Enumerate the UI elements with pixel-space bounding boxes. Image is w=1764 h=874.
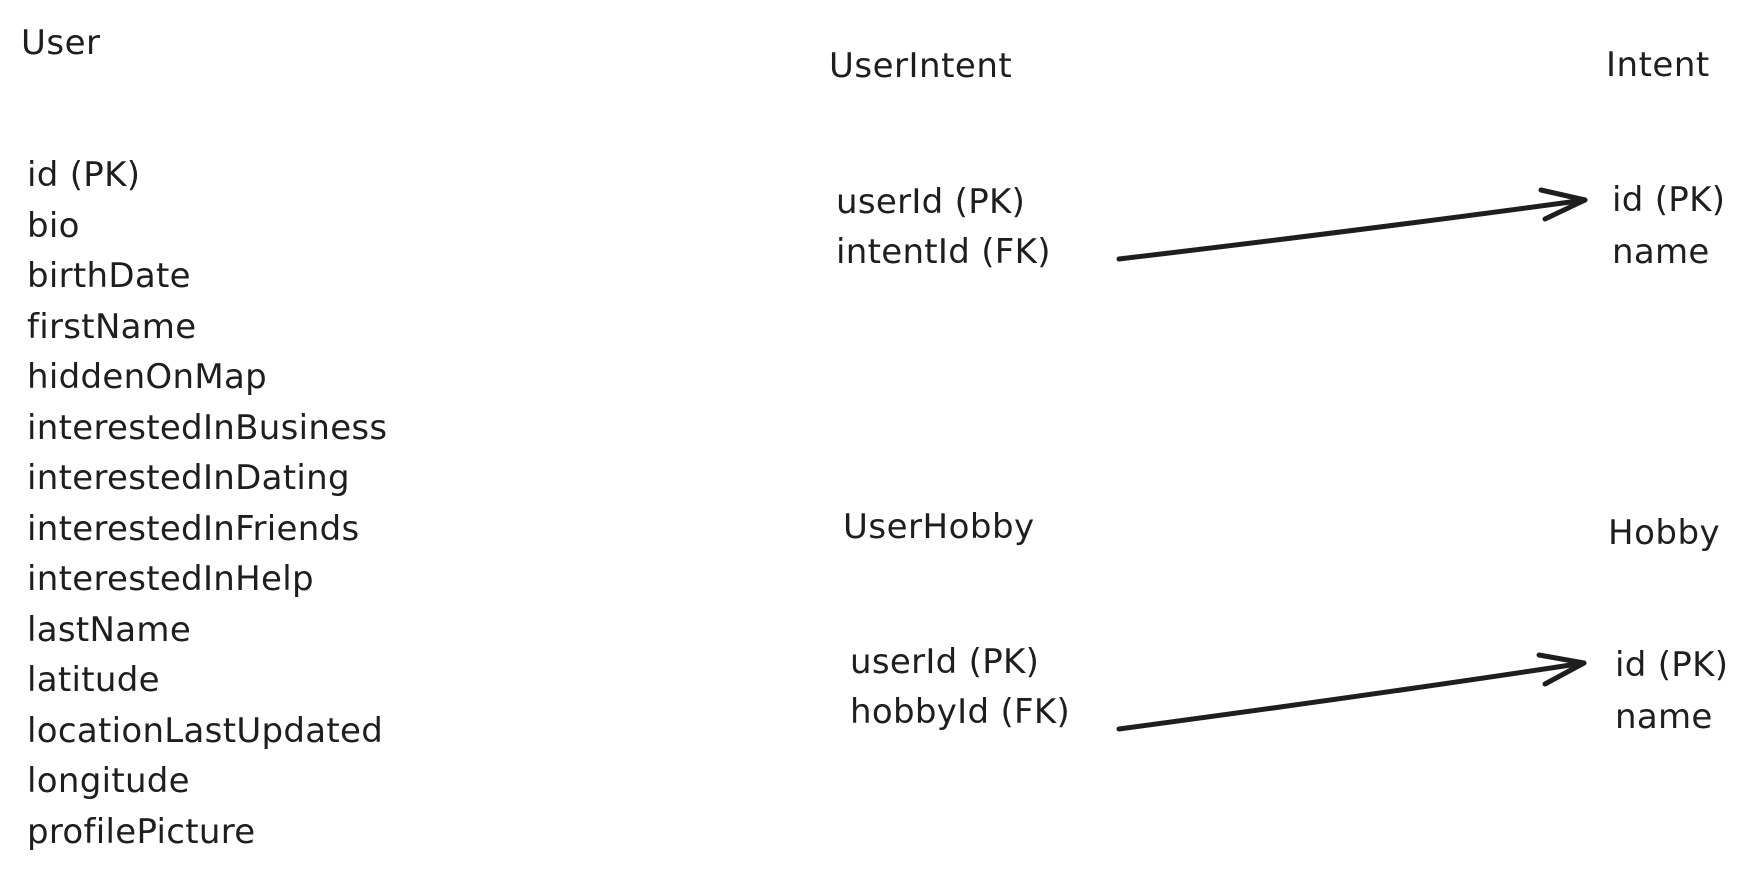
userhobby-field-list: userId (PK) hobbyId (FK) (850, 637, 1070, 737)
userhobby-field-userid: userId (PK) (850, 642, 1040, 682)
arrow-shaft (1116, 197, 1588, 262)
userhobby-table-title: UserHobby (843, 507, 1035, 547)
intent-field-name: name (1612, 232, 1710, 272)
user-field: interestedInHelp (27, 559, 314, 599)
userintent-field-intentid: intentId (FK) (836, 232, 1051, 272)
intent-field-id: id (PK) (1612, 180, 1726, 220)
user-table-title: User (21, 23, 101, 63)
userhobby-field-hobbyid: hobbyId (FK) (850, 692, 1071, 732)
intent-table-title: Intent (1606, 45, 1710, 85)
user-field: birthDate (27, 256, 191, 296)
hobby-field-list: id (PK) name (1615, 639, 1728, 743)
hobby-field-name: name (1615, 697, 1713, 737)
userintent-table-title: UserIntent (829, 46, 1013, 86)
arrow-shaft (1116, 660, 1587, 732)
user-field: longitude (27, 761, 190, 801)
user-field: id (PK) (27, 155, 141, 195)
userintent-field-list: userId (PK) intentId (FK) (836, 177, 1051, 277)
hobby-table-title: Hobby (1608, 513, 1721, 553)
intent-field-list: id (PK) name (1612, 174, 1725, 278)
user-field-list: id (PK) bio birthDate firstName hiddenOn… (27, 150, 387, 857)
user-field: interestedInFriends (27, 508, 360, 549)
arrow-intentid-to-intent-id (1116, 187, 1588, 262)
arrow-hobbyid-to-hobby-id (1116, 652, 1587, 732)
arrow-head (1538, 187, 1588, 222)
user-field: locationLastUpdated (27, 710, 384, 751)
user-field: firstName (27, 306, 197, 347)
arrow-head (1536, 652, 1587, 687)
user-field: bio (27, 205, 80, 246)
user-field: profilePicture (27, 811, 256, 852)
hobby-field-id: id (PK) (1615, 645, 1729, 685)
user-field: latitude (27, 660, 160, 700)
user-field: lastName (27, 609, 192, 650)
user-field: hiddenOnMap (27, 357, 267, 397)
userintent-field-userid: userId (PK) (836, 182, 1026, 222)
user-field: interestedInBusiness (27, 407, 388, 448)
user-field: interestedInDating (27, 458, 350, 498)
